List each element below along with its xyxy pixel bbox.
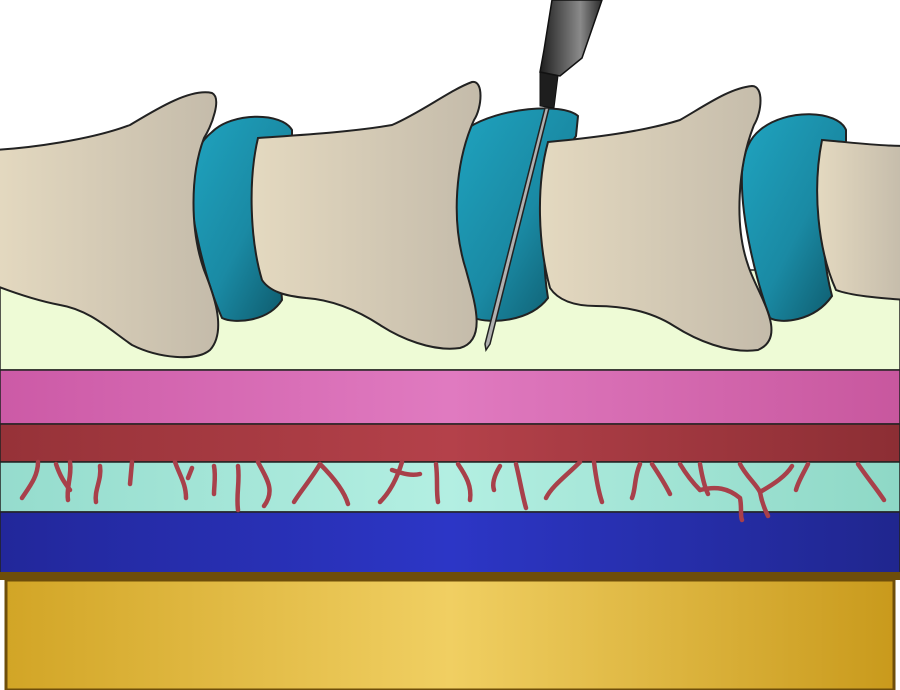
needle-hub bbox=[539, 71, 559, 109]
nerve-root bbox=[377, 459, 405, 505]
nerve-root bbox=[513, 461, 529, 511]
nerve-root bbox=[491, 463, 503, 493]
nerve-root bbox=[543, 459, 583, 501]
muscle-band bbox=[0, 369, 900, 425]
vertebra-icon bbox=[0, 81, 900, 359]
nerve-root bbox=[793, 461, 811, 493]
nerve-root bbox=[677, 461, 703, 493]
nerve-root bbox=[591, 459, 605, 505]
nerve-root bbox=[127, 459, 135, 487]
nerve-root bbox=[185, 465, 195, 481]
nerve-root bbox=[93, 463, 103, 505]
csf-band bbox=[0, 461, 900, 513]
spinal-cord-band bbox=[0, 511, 900, 575]
nerve-root bbox=[291, 461, 323, 505]
vertebra-4 bbox=[816, 138, 900, 301]
vertebra-1 bbox=[0, 91, 220, 359]
nerve-root bbox=[697, 485, 745, 523]
nerve-root bbox=[629, 461, 643, 501]
nerve-root bbox=[19, 459, 41, 501]
nerve-root bbox=[757, 463, 795, 495]
layer-icon bbox=[0, 369, 900, 690]
nerve-root bbox=[389, 467, 423, 478]
nerve-root bbox=[211, 463, 218, 497]
needle-handle bbox=[539, 0, 603, 77]
dura-band bbox=[0, 423, 900, 463]
nerve-root bbox=[855, 461, 887, 503]
nerve-root bbox=[172, 459, 189, 501]
nerve-root bbox=[235, 463, 241, 513]
nerve-root bbox=[255, 459, 272, 509]
nerve-root bbox=[455, 461, 473, 503]
bottom-border bbox=[0, 572, 900, 580]
vertebra-2 bbox=[250, 81, 482, 350]
nerve-root bbox=[649, 461, 673, 497]
vertebra-3 bbox=[538, 84, 773, 352]
nerve-roots bbox=[19, 459, 887, 523]
bottom-band bbox=[4, 578, 896, 690]
nerve-root bbox=[697, 461, 711, 497]
needle-shaft bbox=[484, 107, 550, 352]
nerve-root bbox=[433, 461, 441, 505]
nerve-root bbox=[65, 459, 73, 503]
nerve-root bbox=[317, 461, 351, 507]
needle-icon bbox=[484, 0, 603, 352]
